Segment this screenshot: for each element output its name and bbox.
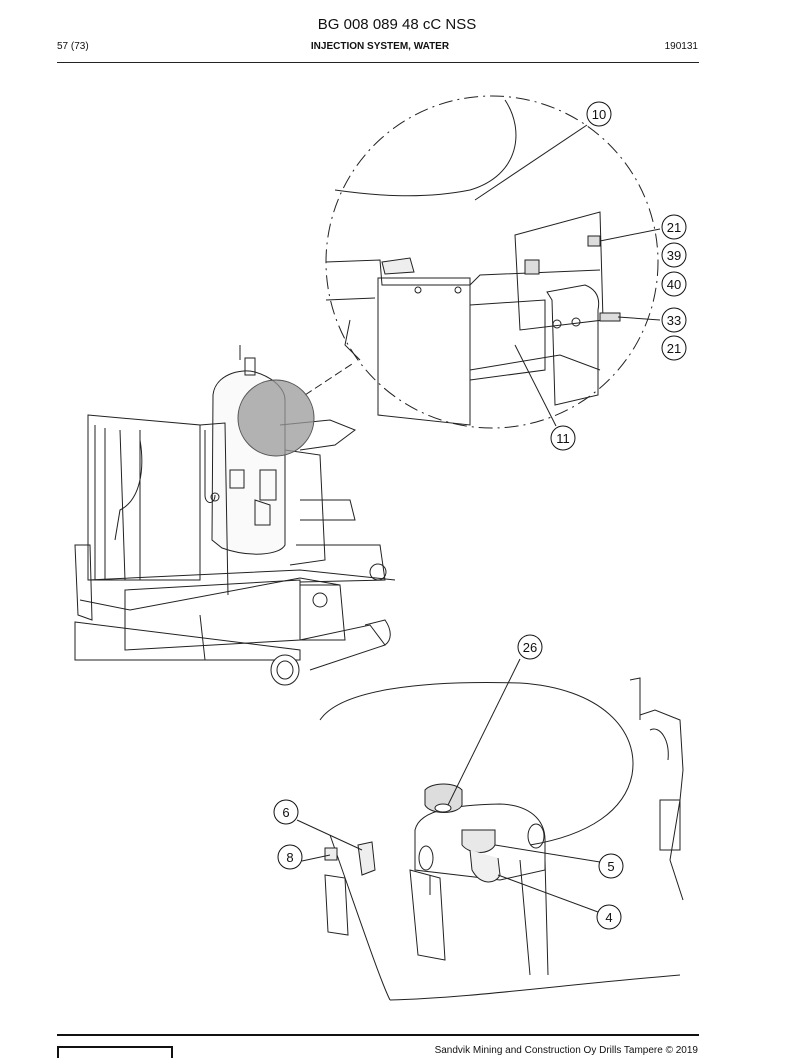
header-rule — [57, 62, 699, 63]
callout-5: 5 — [598, 853, 624, 879]
callout-39: 39 — [661, 242, 687, 268]
svg-text:10: 10 — [592, 107, 606, 122]
svg-text:21: 21 — [667, 341, 681, 356]
detail-connector-line — [304, 361, 356, 396]
callout-33: 33 — [661, 307, 687, 333]
machine-overview — [74, 345, 396, 686]
company-logo — [57, 1046, 173, 1058]
svg-text:6: 6 — [282, 805, 289, 820]
callout-40: 40 — [661, 271, 687, 297]
callout-26: 26 — [517, 634, 543, 660]
svg-text:33: 33 — [667, 313, 681, 328]
svg-text:5: 5 — [607, 859, 614, 874]
callout-6: 6 — [273, 799, 299, 825]
magnified-area-marker — [237, 379, 315, 457]
footer-copyright: Sandvik Mining and Construction Oy Drill… — [434, 1045, 698, 1056]
svg-text:40: 40 — [667, 277, 681, 292]
callout-11: 11 — [550, 425, 576, 451]
svg-text:21: 21 — [667, 220, 681, 235]
callout-10: 10 — [586, 101, 612, 127]
svg-text:11: 11 — [556, 431, 570, 446]
document-title: BG 008 089 48 cC NSS — [317, 16, 477, 33]
callout-8: 8 — [277, 844, 303, 870]
footer-rule — [57, 1034, 699, 1036]
svg-text:39: 39 — [667, 248, 681, 263]
date-code: 190131 — [664, 41, 698, 52]
svg-text:4: 4 — [605, 910, 612, 925]
section-title: INJECTION SYSTEM, WATER — [310, 41, 450, 52]
detail-view-top — [325, 95, 661, 429]
svg-text:8: 8 — [286, 850, 293, 865]
svg-text:26: 26 — [523, 640, 537, 655]
callout-21-lower: 21 — [661, 335, 687, 361]
callout-4: 4 — [596, 904, 622, 930]
callout-21-upper: 21 — [661, 214, 687, 240]
page-number: 57 (73) — [57, 41, 89, 52]
detail-view-bottom — [296, 658, 684, 1001]
